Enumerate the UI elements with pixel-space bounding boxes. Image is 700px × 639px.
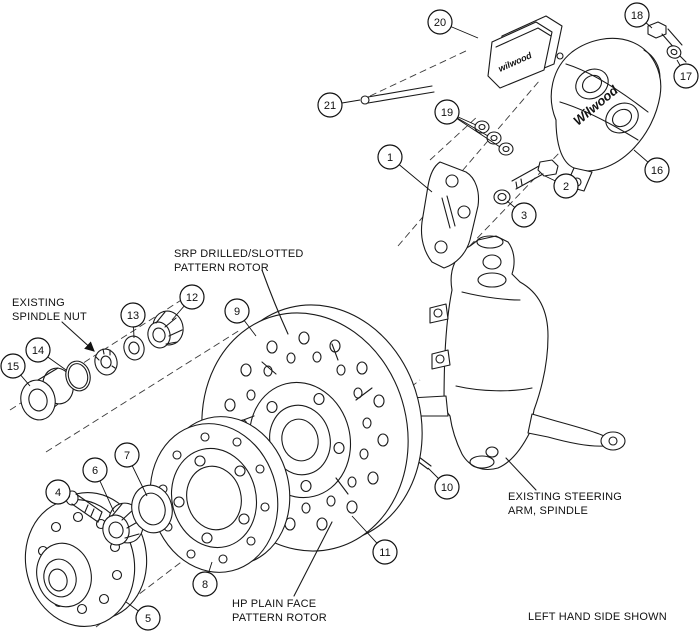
svg-text:17: 17	[680, 71, 692, 83]
svg-text:10: 10	[441, 482, 453, 494]
svg-text:1: 1	[387, 152, 393, 164]
label-leader-lines	[61, 269, 537, 597]
rotor-adapter-drawing	[149, 416, 291, 573]
callout-21: 21	[317, 92, 343, 118]
svg-text:21: 21	[324, 100, 336, 112]
callout-14: 14	[25, 337, 51, 363]
callout-3: 3	[511, 202, 537, 228]
callout-15: 15	[0, 353, 26, 379]
callout-7: 7	[114, 442, 140, 468]
callout-17: 17	[673, 63, 699, 89]
label-srp-rotor: SRP DRILLED/SLOTTED PATTERN ROTOR	[174, 248, 304, 275]
svg-text:14: 14	[32, 345, 44, 357]
callout-4: 4	[45, 479, 71, 505]
label-hp-rotor: HP PLAIN FACE PATTERN ROTOR	[232, 598, 327, 625]
svg-text:2: 2	[563, 181, 569, 193]
callout-2: 2	[553, 173, 579, 199]
callout-10: 10	[434, 474, 460, 500]
svg-text:3: 3	[521, 210, 527, 222]
callout-5: 5	[135, 605, 161, 631]
label-existing-steering-arm: EXISTING STEERING ARM, SPINDLE	[508, 491, 623, 518]
callout-8: 8	[192, 571, 218, 597]
svg-text:11: 11	[379, 547, 390, 559]
svg-text:7: 7	[124, 450, 130, 462]
svg-text:12: 12	[186, 292, 198, 304]
label-existing-spindle-nut: EXISTING SPINDLE NUT	[12, 297, 87, 324]
bearing-stud-drawings	[65, 484, 173, 546]
svg-text:9: 9	[234, 306, 240, 318]
label-side-note: LEFT HAND SIDE SHOWN	[528, 611, 667, 623]
svg-text:6: 6	[92, 465, 98, 477]
callout-1: 1	[377, 144, 403, 170]
callout-9: 9	[224, 298, 250, 324]
callout-16: 16	[644, 157, 670, 183]
svg-text:18: 18	[631, 10, 643, 22]
callout-11: 11	[372, 539, 398, 565]
callout-20: 20	[427, 9, 453, 35]
caliper-drawing: Wilwood	[550, 37, 662, 192]
svg-text:5: 5	[145, 613, 151, 625]
svg-text:19: 19	[441, 107, 453, 119]
svg-text:4: 4	[55, 487, 61, 499]
spindle-nut-chain-drawings	[20, 310, 184, 421]
callout-12: 12	[179, 284, 205, 310]
spindle-knuckle-drawing	[389, 235, 626, 471]
callout-6: 6	[82, 457, 108, 483]
svg-text:20: 20	[434, 17, 446, 29]
caliper-bracket-drawing	[420, 161, 480, 269]
brake-pads-drawing: wilwood	[487, 15, 563, 89]
callout-18: 18	[624, 2, 650, 28]
callout-19: 19	[434, 99, 460, 125]
svg-text:15: 15	[7, 361, 19, 373]
svg-text:16: 16	[651, 165, 663, 177]
svg-text:8: 8	[202, 579, 208, 591]
callout-13: 13	[120, 302, 146, 328]
svg-text:13: 13	[127, 310, 139, 322]
